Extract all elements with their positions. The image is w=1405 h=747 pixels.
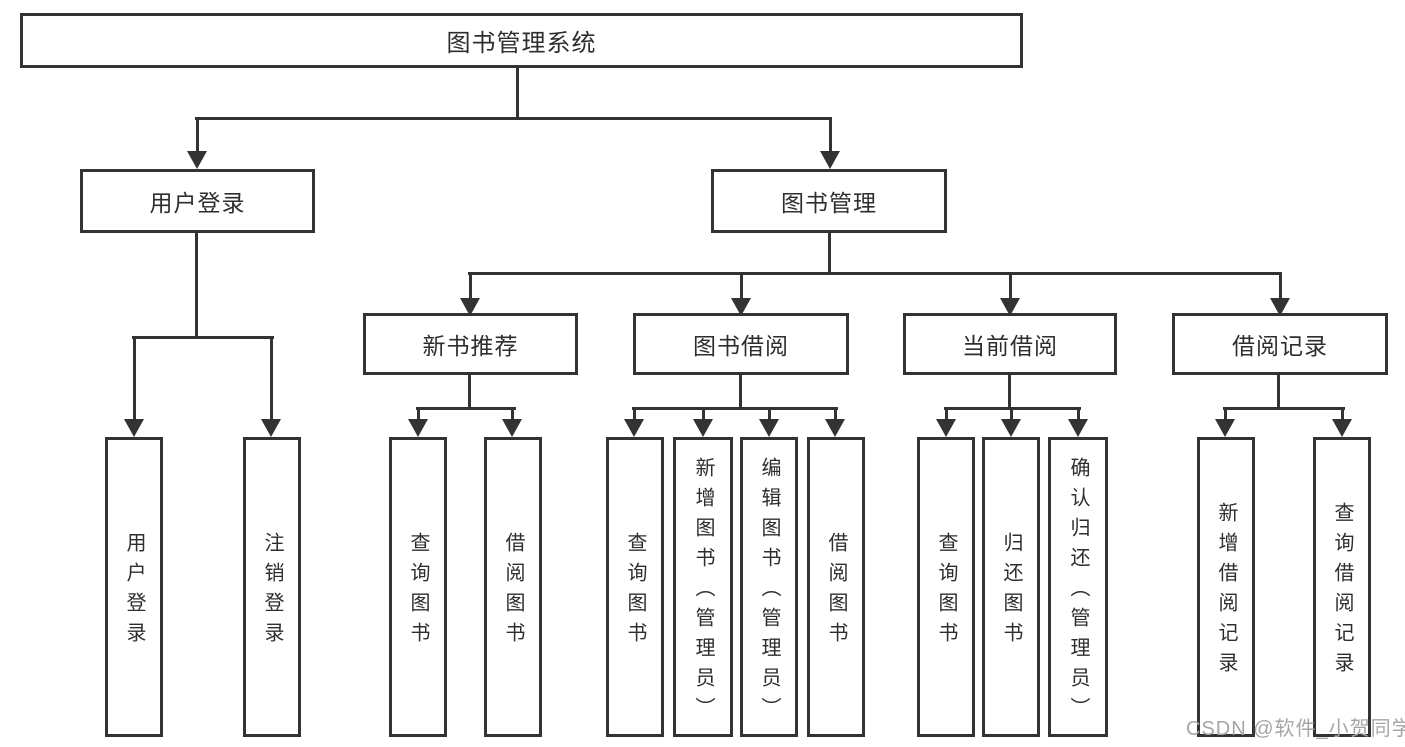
arrow-down-icon (1270, 272, 1290, 316)
node-query-books: 查询图书 (389, 437, 447, 737)
node-user-login-leaf: 用户登录 (105, 437, 163, 737)
connector-rail (1223, 407, 1345, 410)
node-logout: 注销登录 (243, 437, 301, 737)
node-edit-book-admin: 编辑图书（管理员） (740, 437, 798, 737)
arrow-down-icon (261, 336, 281, 437)
connector-stem (1008, 375, 1011, 410)
connector-user-login-rail (132, 336, 274, 339)
node-query-books: 查询图书 (917, 437, 975, 737)
node-new-book-recommend: 新书推荐 (363, 313, 578, 375)
arrow-down-icon (825, 407, 845, 437)
arrow-down-icon (759, 407, 779, 437)
node-borrow-books: 借阅图书 (484, 437, 542, 737)
connector-level2-rail (195, 117, 832, 120)
arrow-down-icon (460, 272, 480, 316)
arrow-down-icon (1215, 407, 1235, 437)
connector-stem (468, 375, 471, 410)
arrow-down-icon (731, 272, 751, 316)
arrow-down-icon (502, 407, 522, 437)
arrow-down-icon (408, 407, 428, 437)
connector-rail (944, 407, 1081, 410)
arrow-down-icon (1000, 272, 1020, 316)
node-add-book-admin: 新增图书（管理员） (673, 437, 733, 737)
node-query-borrow-record: 查询借阅记录 (1313, 437, 1371, 737)
arrow-down-icon (624, 407, 644, 437)
node-return-books: 归还图书 (982, 437, 1040, 737)
node-book-borrowing: 图书借阅 (633, 313, 849, 375)
node-current-borrowing: 当前借阅 (903, 313, 1117, 375)
connector-rail (632, 407, 838, 410)
node-book-management: 图书管理 (711, 169, 947, 233)
arrow-down-icon (936, 407, 956, 437)
node-library-management-system: 图书管理系统 (20, 13, 1023, 68)
connector-stem (1277, 375, 1280, 410)
connector-user-login-stem (195, 233, 198, 339)
arrow-down-icon (124, 336, 144, 437)
csdn-watermark: CSDN @软件_小贺同学 (1186, 718, 1405, 740)
arrow-down-icon (693, 407, 713, 437)
node-user-login: 用户登录 (80, 169, 315, 233)
node-borrowing-records: 借阅记录 (1172, 313, 1388, 375)
connector-stem (739, 375, 742, 410)
arrow-down-icon (1068, 407, 1088, 437)
node-query-books: 查询图书 (606, 437, 664, 737)
connector-level3-rail (468, 272, 1282, 275)
arrow-down-icon (1001, 407, 1021, 437)
connector-book-management-stem (828, 233, 831, 275)
arrow-down-icon (820, 117, 840, 169)
connector-rail (416, 407, 516, 410)
connector-root-stem (516, 68, 519, 117)
arrow-down-icon (1332, 407, 1352, 437)
node-add-borrow-record: 新增借阅记录 (1197, 437, 1255, 737)
arrow-down-icon (187, 117, 207, 169)
node-confirm-return-admin: 确认归还（管理员） (1048, 437, 1108, 737)
node-borrow-books: 借阅图书 (807, 437, 865, 737)
